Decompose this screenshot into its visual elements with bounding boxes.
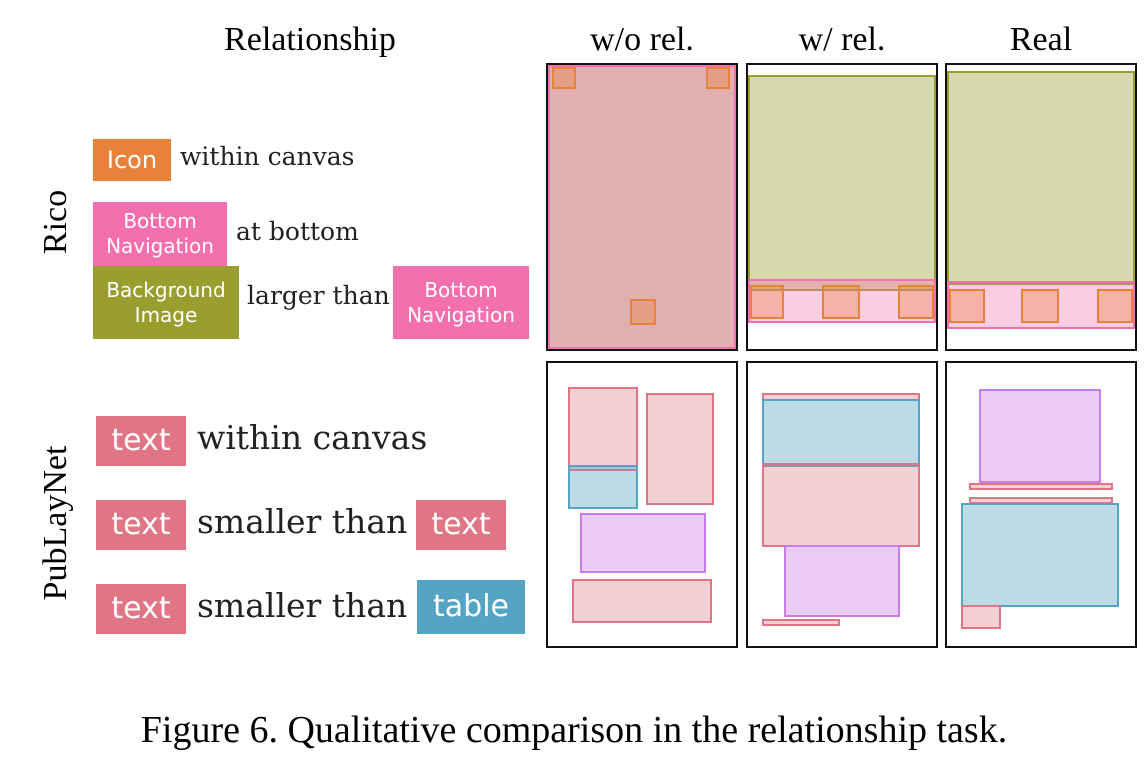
- relation-at-bottom: at bottom: [236, 217, 359, 246]
- icon-box: [898, 285, 934, 319]
- icon-box: [630, 299, 656, 325]
- relation-smaller-than: smaller than: [197, 502, 408, 541]
- relation-within-canvas: within canvas: [197, 418, 428, 457]
- figure-caption: Figure 6. Qualitative comparison in the …: [140, 709, 1008, 751]
- text-box: [969, 483, 1113, 490]
- icon-box: [552, 67, 576, 89]
- text-box: [762, 619, 840, 626]
- figure-box: [784, 545, 900, 617]
- text-box: [572, 579, 712, 623]
- publaynet-layout-without-rel: [546, 361, 738, 648]
- row-label-publaynet: PubLayNet: [37, 445, 74, 601]
- chip-text: text: [96, 500, 186, 550]
- chip-text: text: [96, 584, 186, 634]
- icon-box: [706, 67, 730, 89]
- chip-text-object: text: [416, 500, 506, 550]
- background-image-box: [548, 65, 736, 349]
- chip-bottom-navigation: Bottom Navigation: [93, 202, 227, 266]
- header-with-rel: w/ rel.: [798, 21, 886, 58]
- rico-layout-real: [945, 63, 1137, 351]
- chip-text: text: [96, 416, 186, 466]
- background-image-box: [748, 75, 936, 291]
- figure-box: [580, 513, 706, 573]
- chip-bottom-navigation-object: Bottom Navigation: [393, 266, 529, 339]
- relation-smaller-than: smaller than: [197, 586, 408, 625]
- header-without-rel: w/o rel.: [590, 21, 694, 58]
- publaynet-layout-with-rel: [746, 361, 938, 648]
- relation-within-canvas: within canvas: [180, 142, 355, 171]
- row-label-rico: Rico: [37, 189, 74, 255]
- chip-table-object: table: [417, 580, 525, 634]
- table-box: [568, 465, 638, 509]
- text-box: [762, 463, 920, 547]
- icon-box: [1021, 289, 1059, 323]
- icon-box: [949, 289, 985, 323]
- header-real: Real: [1009, 21, 1073, 58]
- table-box: [762, 399, 920, 467]
- header-relationship: Relationship: [224, 21, 396, 58]
- icon-box: [822, 285, 860, 319]
- figure-box: [979, 389, 1101, 483]
- table-box: [961, 503, 1119, 607]
- rico-layout-with-rel: [746, 63, 938, 351]
- background-image-box: [947, 71, 1135, 285]
- relation-larger-than: larger than: [247, 281, 390, 310]
- chip-background-image: Background Image: [93, 266, 239, 339]
- text-box: [961, 605, 1001, 629]
- icon-box: [750, 285, 784, 319]
- icon-box: [1097, 289, 1133, 323]
- text-box: [568, 387, 638, 471]
- publaynet-layout-real: [945, 361, 1137, 648]
- chip-icon: Icon: [93, 139, 171, 181]
- text-box: [646, 393, 714, 505]
- rico-layout-without-rel: [546, 63, 738, 351]
